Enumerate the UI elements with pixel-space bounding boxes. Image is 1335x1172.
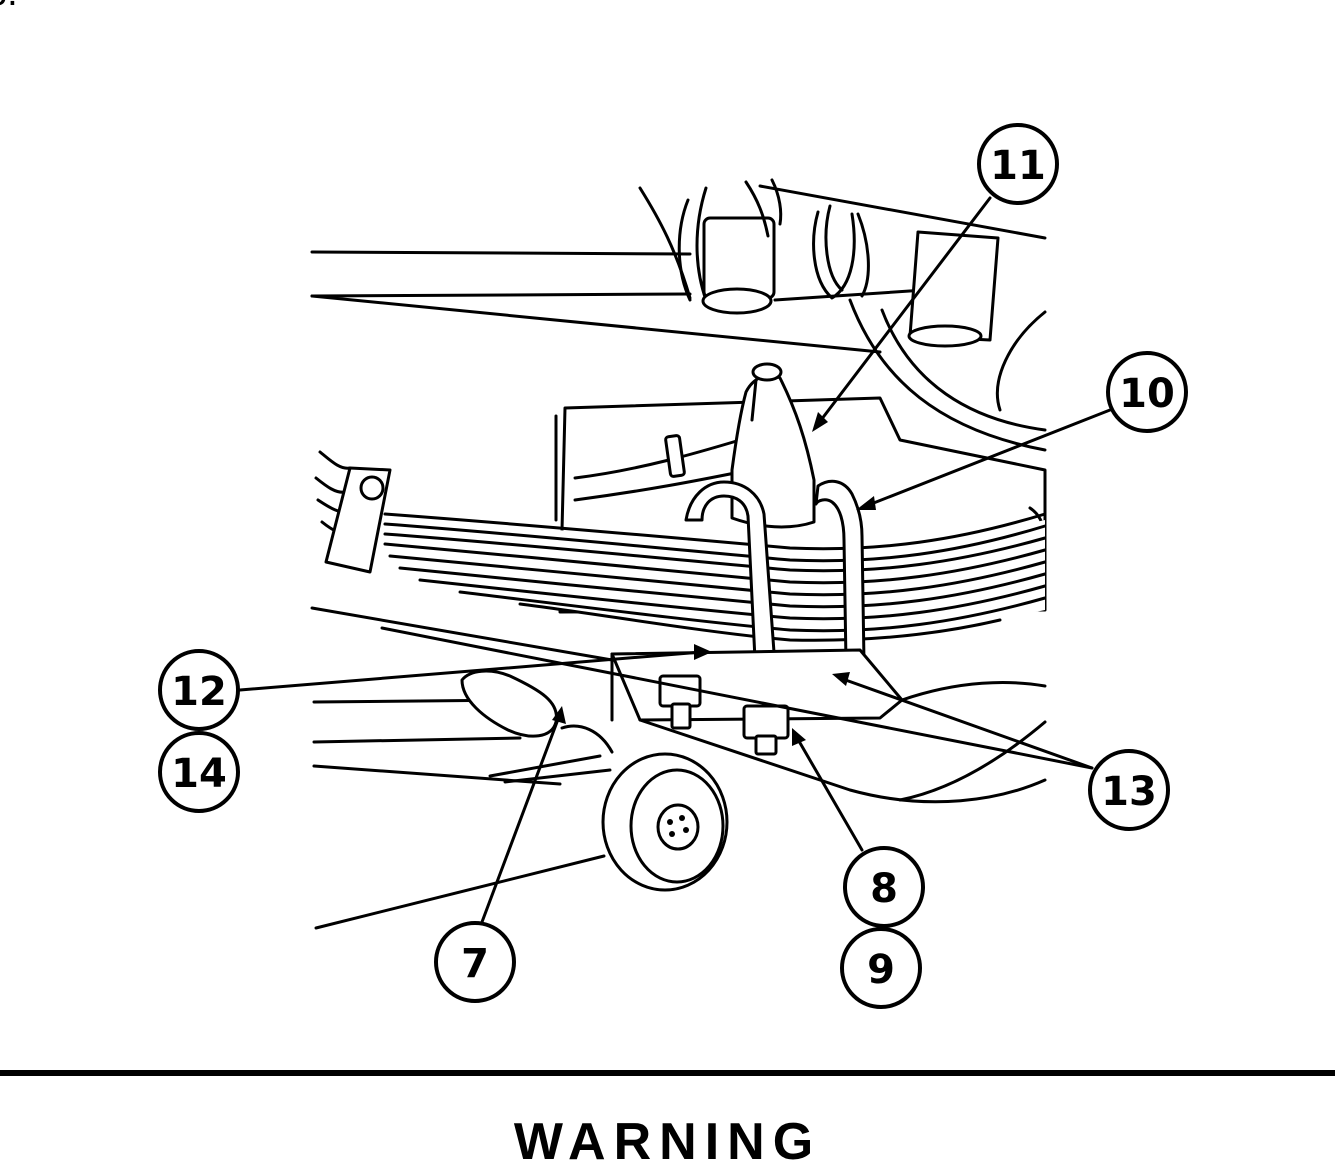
- spring-eye-shackle: [324, 466, 392, 574]
- shock-lower-eye: [314, 752, 729, 930]
- frame-rail: [310, 184, 1047, 354]
- callout-8: 8: [843, 846, 925, 928]
- step-number-fragment: 8.: [0, 0, 18, 15]
- callout-10: 10: [1106, 351, 1188, 433]
- callout-10-label: 10: [1119, 371, 1175, 417]
- callout-9: 9: [840, 927, 922, 1009]
- tire-arc: [848, 298, 1047, 452]
- frame-clamp-loops: [812, 204, 870, 300]
- callout-14: 14: [158, 731, 240, 813]
- callout-8-label: 8: [870, 866, 898, 912]
- warning-heading: WARNING: [513, 1113, 822, 1171]
- callout-13: 13: [1088, 749, 1170, 831]
- spring-hanger-bracket: [638, 178, 783, 315]
- callout-7: 7: [434, 921, 516, 1003]
- leaf-spring-pack: [314, 450, 1047, 642]
- callout-13-label: 13: [1101, 769, 1157, 815]
- callout-14-label: 14: [171, 751, 227, 797]
- callout-12-label: 12: [171, 669, 227, 715]
- callout-11-label: 11: [990, 143, 1046, 189]
- leaf-spring-diagram: 11 10 12 14 13 7 8 9: [0, 123, 1335, 1076]
- callout-7-label: 7: [461, 941, 489, 987]
- callout-9-label: 9: [867, 947, 895, 993]
- callout-11: 11: [977, 123, 1059, 205]
- callout-12: 12: [158, 649, 240, 731]
- leader-lines: [238, 196, 1112, 924]
- lower-frame: [310, 606, 614, 786]
- spring-seat-tower: [730, 362, 816, 529]
